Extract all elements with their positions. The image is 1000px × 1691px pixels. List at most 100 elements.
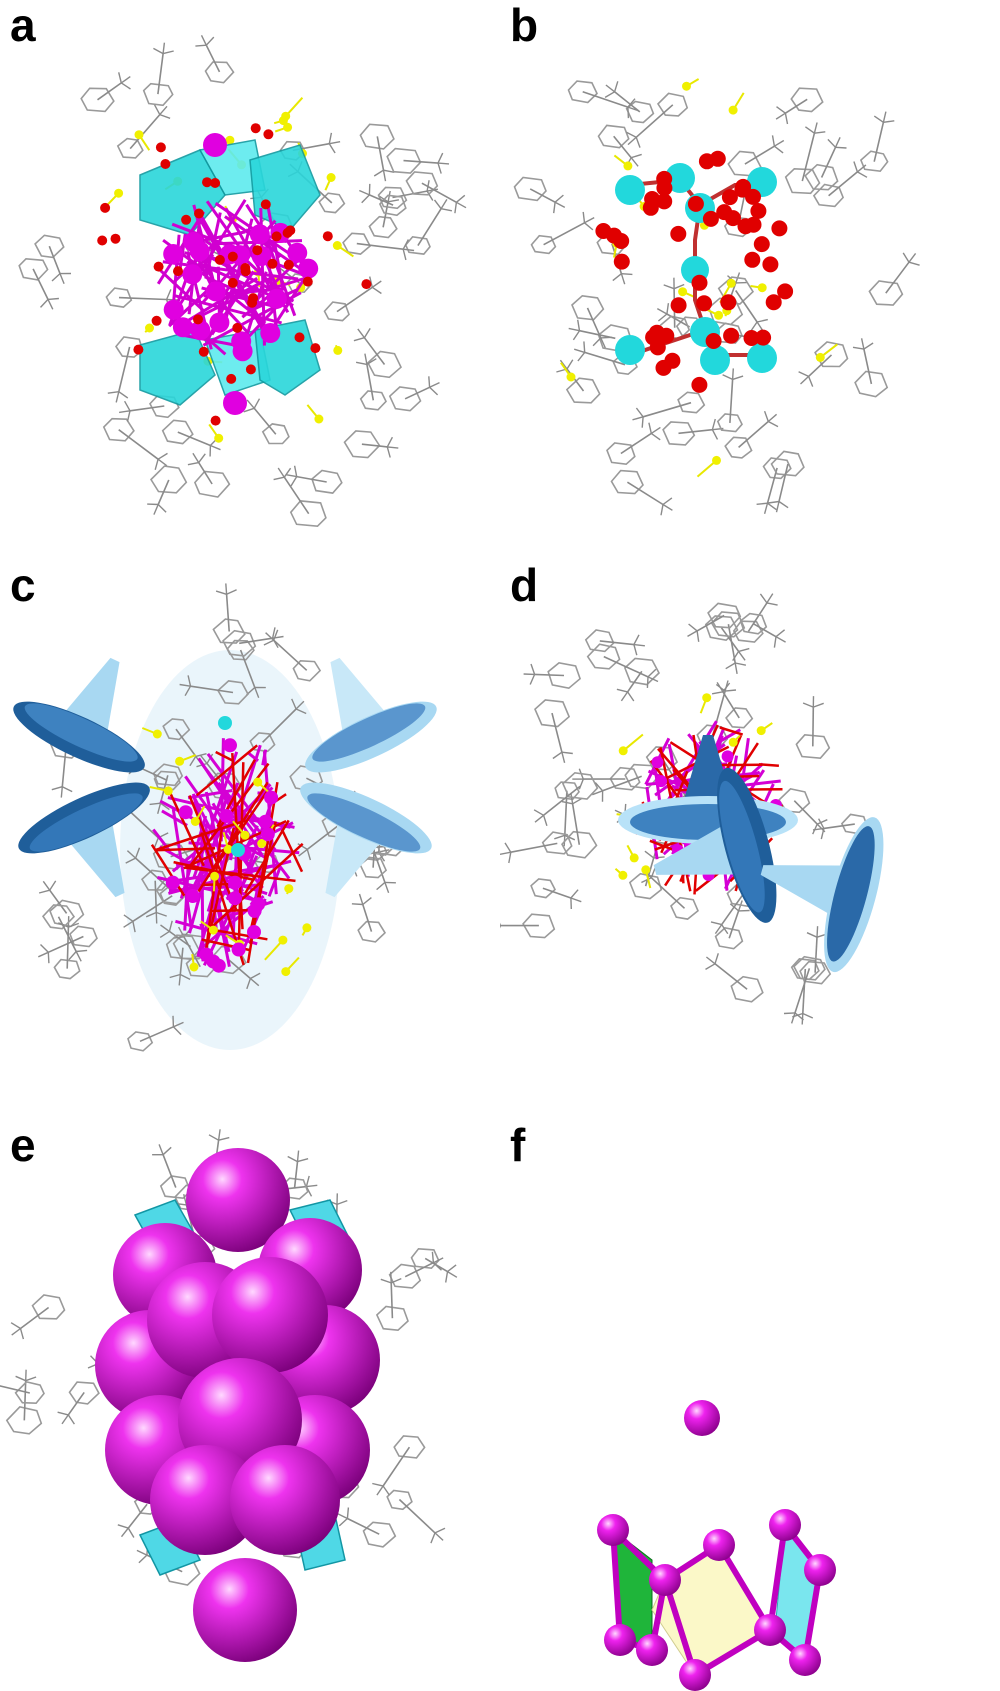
bond [155,846,216,852]
ligand-bond [627,691,635,702]
ligand-bond [738,650,746,661]
panel-a: a [0,0,500,560]
ligand-bond [778,463,789,502]
ligand-bond [600,337,606,349]
ligand-bond [297,843,308,851]
atom [110,233,121,244]
ligand-bond [447,1264,457,1273]
ligand-bond [358,893,364,905]
ligand-bond [68,951,77,961]
ligand-bond [696,630,700,642]
atom [737,218,754,235]
ligand-bond [179,683,191,687]
atom [247,925,261,939]
ligand-ring [625,100,655,124]
ligand-ring [795,733,831,760]
ligand-ring [388,386,422,412]
ligand-bond [828,171,858,197]
sulfur-atom [728,737,738,747]
ligand-bond [564,790,568,836]
sulfur-atom [566,372,576,382]
bond [197,781,269,893]
ligand-bond [157,503,167,513]
ligand-bond [305,1175,310,1187]
ligand-bond [184,685,192,697]
ligand-bond [159,113,171,119]
ligand-bond [732,651,740,661]
ligand-ring [804,163,839,191]
sulfur-atom [281,967,291,977]
ligand-ring [204,61,235,84]
atom [266,288,287,309]
ligand-bond [178,974,181,986]
ligand-bond [271,627,276,639]
atom [696,295,713,312]
ligand-bond [369,276,373,288]
ligand-bond [382,1446,411,1487]
ligand-bond [504,842,512,853]
atom [248,293,259,304]
ligand-ring [717,276,755,305]
ligand-bond [20,1306,50,1330]
ligand-bond [635,407,644,418]
ligand-ring [165,934,201,961]
ligand-bond [592,790,603,796]
sulfur-atom [332,241,342,250]
ligand-bond [249,977,260,987]
ligand-bond [784,98,808,114]
ligand-bond [533,809,544,816]
ligand-ring [868,280,904,306]
ligand-bond [120,76,131,84]
ligand-bond [364,353,368,365]
ligand-bond [778,500,789,509]
ligand-bond [428,376,431,388]
bond [719,726,744,736]
ligand-ring [292,659,322,682]
ligand-bond [633,634,640,645]
ligand-bond [205,36,215,46]
ligand-bond [168,920,173,932]
ligand-ring [149,465,188,494]
atom [183,232,204,252]
ligand-bond [627,106,639,112]
ligand-ring [359,390,387,411]
panel-d-structure [500,593,884,1025]
ligand-bond [198,462,213,485]
oxygen-atoms [595,150,794,393]
ligand-ring [554,781,580,801]
atom [645,329,662,346]
atom [302,276,313,287]
ligand-bond [175,728,197,757]
ligand-ring [522,913,556,939]
ligand-bond [784,113,789,125]
ligand-bond [384,882,390,894]
metal-atoms [165,738,279,973]
atom [750,203,767,219]
ligand-bond [357,328,365,339]
atom [251,897,266,912]
cone [13,657,145,773]
atom [721,750,734,763]
ligand-ring [159,1175,192,1200]
panel-b: b [500,0,1000,560]
ligand-bond [149,802,161,806]
ligand-bond [808,354,833,377]
ligand-bond [123,920,134,928]
bond [195,744,258,797]
ligand-bond [616,688,628,693]
ligand-bond [67,1391,85,1416]
ligand-bond [908,261,920,266]
atom [285,225,296,236]
ligand-ring [854,370,889,398]
ligand-bond [306,823,340,851]
ligand-bond [584,216,595,224]
ligand-wireframe [500,593,869,1025]
atom [283,259,294,270]
atom [228,875,242,890]
ligand-bond [434,1532,444,1541]
ligand-bond [722,691,740,719]
atom [655,775,668,788]
ligand-bond [189,756,197,767]
ligand-bond [747,602,768,632]
ligand-bond [157,458,168,467]
